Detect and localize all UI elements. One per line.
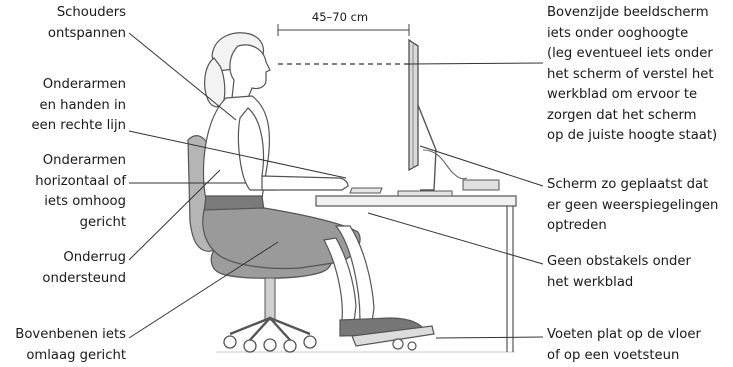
leader-no-obstacles — [368, 213, 543, 264]
distance-label: 45–70 cm — [290, 10, 390, 24]
label-shoulders: Schouders ontspannen — [48, 3, 126, 44]
label-feet: Voeten plat op de vloer of op een voetst… — [547, 325, 701, 366]
keyboard — [350, 188, 382, 193]
label-forearms-horizontal: Onderarmen horizontaal of iets omhoog ge… — [35, 151, 126, 233]
seated-person — [203, 33, 426, 336]
leader-feet — [436, 337, 543, 338]
label-screen-top: Bovenzijde beeldscherm iets onder ooghoo… — [547, 3, 717, 147]
label-no-obstacles: Geen obstakels onder het werkblad — [547, 252, 691, 293]
label-lower-back: Onderrug ondersteund — [42, 248, 126, 289]
distance-dimension — [278, 24, 409, 64]
label-thighs: Bovenbenen iets omlaag gericht — [15, 325, 126, 366]
label-screen-glare: Scherm zo geplaatst dat er geen weerspie… — [547, 175, 718, 237]
label-forearms-line: Onderarmen en handen in een rechte lijn — [32, 75, 126, 137]
leader-screen-top — [409, 63, 543, 64]
